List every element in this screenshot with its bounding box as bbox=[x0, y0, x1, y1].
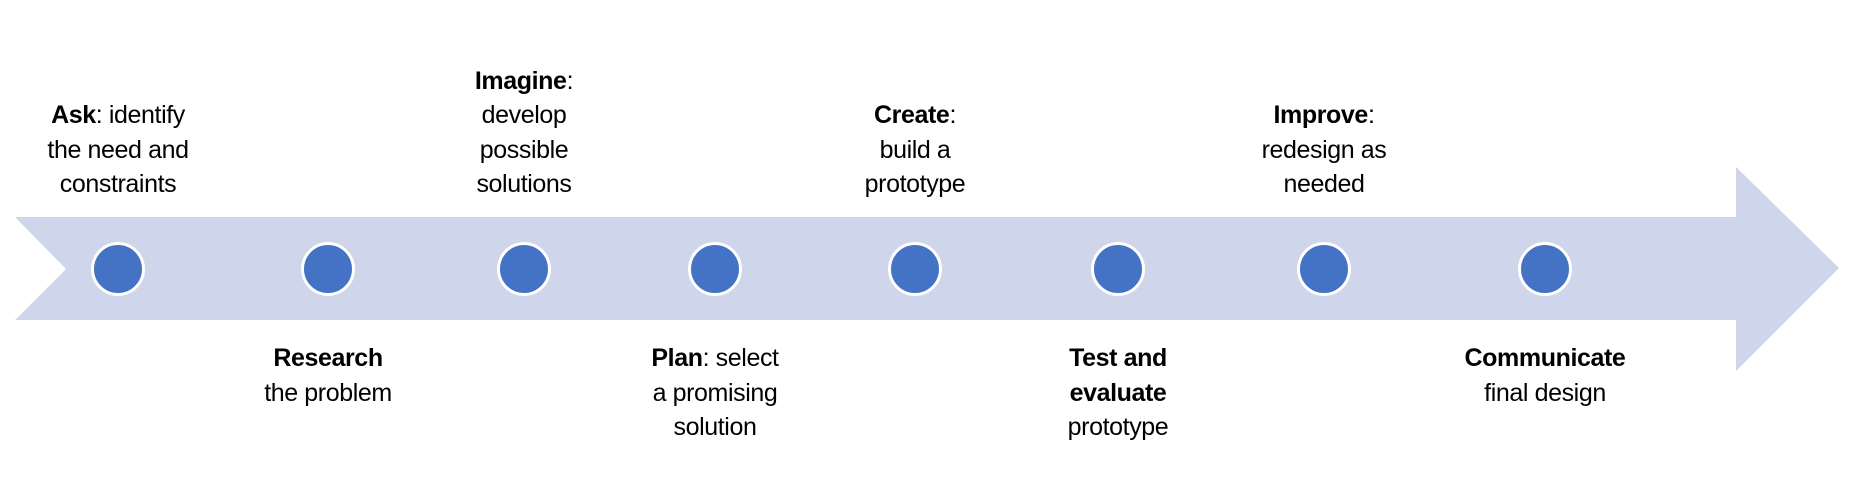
step-label-line: constraints bbox=[0, 167, 238, 202]
step-label-line: Ask: identify bbox=[0, 98, 238, 133]
step-name: Communicate bbox=[1464, 344, 1626, 372]
step-label-research: Research the problem bbox=[208, 341, 448, 410]
step-description: solution bbox=[673, 413, 757, 441]
step-description: final design bbox=[1484, 378, 1606, 407]
step-name: Imagine bbox=[474, 66, 567, 95]
step-description: constraints bbox=[59, 170, 177, 198]
step-label-line: the need and bbox=[0, 133, 238, 168]
step-label-line: Communicate bbox=[1425, 341, 1665, 376]
step-name: Create bbox=[874, 101, 950, 129]
step-label-line: redesign as bbox=[1204, 133, 1444, 168]
step-node-improve bbox=[1297, 242, 1351, 296]
step-name-colon: : bbox=[702, 344, 710, 372]
step-description: prototype bbox=[864, 170, 966, 198]
step-label-line: develop bbox=[404, 98, 644, 133]
step-label-line: Imagine: bbox=[404, 64, 644, 99]
step-description: develop bbox=[481, 101, 567, 129]
step-label-line: solution bbox=[595, 410, 835, 445]
step-label-line: a promising bbox=[595, 376, 835, 411]
step-node-research bbox=[301, 242, 355, 296]
step-label-line: evaluate bbox=[998, 376, 1238, 411]
step-label-line: final design bbox=[1425, 376, 1665, 411]
step-name: Improve bbox=[1273, 101, 1368, 129]
step-name: Research bbox=[273, 344, 383, 372]
step-name-colon: : bbox=[949, 101, 956, 129]
step-description: build a bbox=[879, 135, 951, 164]
step-node-ask bbox=[91, 242, 145, 296]
step-label-line: prototype bbox=[998, 410, 1238, 445]
step-description: select bbox=[709, 344, 779, 372]
step-label-line: the problem bbox=[208, 376, 448, 411]
step-name: Plan bbox=[651, 344, 703, 372]
step-label-line: Test and bbox=[998, 341, 1238, 376]
step-name: evaluate bbox=[1069, 378, 1167, 407]
step-name: Ask bbox=[51, 101, 96, 129]
step-label-line: prototype bbox=[795, 167, 1035, 202]
step-description: possible bbox=[479, 135, 569, 164]
step-description: identify bbox=[102, 101, 185, 129]
step-node-communicate bbox=[1518, 242, 1572, 296]
step-description: the problem bbox=[264, 378, 392, 407]
step-description: a promising bbox=[652, 378, 778, 407]
step-label-line: Plan: select bbox=[595, 341, 835, 376]
step-description: needed bbox=[1283, 170, 1365, 198]
step-node-imagine bbox=[497, 242, 551, 296]
step-description: prototype bbox=[1067, 413, 1169, 441]
step-nodes bbox=[91, 242, 1572, 296]
step-label-line: needed bbox=[1204, 167, 1444, 202]
step-label-line: possible bbox=[404, 133, 644, 168]
step-description: solutions bbox=[476, 170, 572, 198]
step-description: redesign as bbox=[1261, 135, 1387, 164]
step-label-line: Create: bbox=[795, 98, 1035, 133]
step-label-line: solutions bbox=[404, 167, 644, 202]
step-node-test bbox=[1091, 242, 1145, 296]
step-label-line: Improve: bbox=[1204, 98, 1444, 133]
step-label-communicate: Communicate final design bbox=[1425, 341, 1665, 410]
step-label-line: Research bbox=[208, 341, 448, 376]
step-name-colon: : bbox=[1367, 101, 1375, 129]
step-name-colon: : bbox=[95, 101, 103, 129]
step-label-line: build a bbox=[795, 133, 1035, 168]
step-label-test: Test and evaluate prototype bbox=[998, 341, 1238, 445]
step-node-create bbox=[888, 242, 942, 296]
step-name-colon: : bbox=[566, 66, 574, 95]
step-name: Test and bbox=[1069, 344, 1167, 372]
step-description: the need and bbox=[47, 135, 189, 164]
step-node-plan bbox=[688, 242, 742, 296]
